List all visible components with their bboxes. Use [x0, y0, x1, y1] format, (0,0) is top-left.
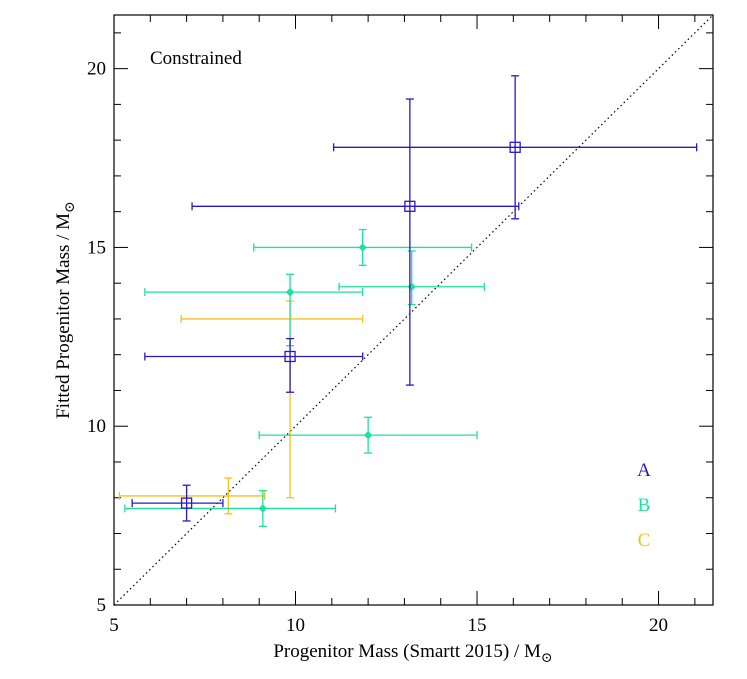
sun-symbol: ⊙	[541, 651, 553, 666]
x-axis-label: Progenitor Mass (Smartt 2015) / M⊙	[273, 641, 552, 666]
data-point-square	[509, 141, 521, 153]
series-A	[131, 75, 698, 522]
data-point-square	[284, 350, 296, 363]
x-tick-label: 5	[109, 615, 119, 636]
y-tick-label: 20	[87, 59, 106, 80]
axis-ticks	[113, 15, 713, 606]
data-point-diamond	[285, 287, 295, 297]
legend-item-C: C	[638, 530, 651, 551]
x-tick-label: 10	[286, 615, 305, 636]
y-axis-label: Fitted Progenitor Mass / M⊙	[53, 201, 78, 419]
legend-item-A: A	[637, 460, 651, 481]
y-tick-label: 5	[97, 595, 107, 616]
series-B	[124, 228, 485, 527]
x-tick-label: 15	[468, 615, 487, 636]
legend-item-B: B	[638, 495, 651, 516]
x-tick-label: 20	[649, 615, 668, 636]
y-tick-label: 10	[87, 416, 106, 437]
data-point-diamond	[358, 243, 367, 252]
one-to-one-line	[113, 14, 714, 606]
data-point-diamond	[258, 504, 268, 513]
data-point-diamond	[363, 430, 373, 440]
sun-symbol: ⊙	[63, 201, 78, 213]
y-tick-label: 15	[87, 237, 106, 258]
series-layer	[118, 75, 698, 527]
series-C	[118, 300, 364, 515]
data-point-square	[404, 200, 416, 212]
legend: ABC	[637, 460, 651, 551]
tick-labels: 5 10 15 20 5 10 15 20	[87, 59, 668, 636]
data-point-square	[180, 497, 193, 509]
plot-frame	[113, 14, 714, 606]
annotation-label: Constrained	[150, 48, 242, 69]
